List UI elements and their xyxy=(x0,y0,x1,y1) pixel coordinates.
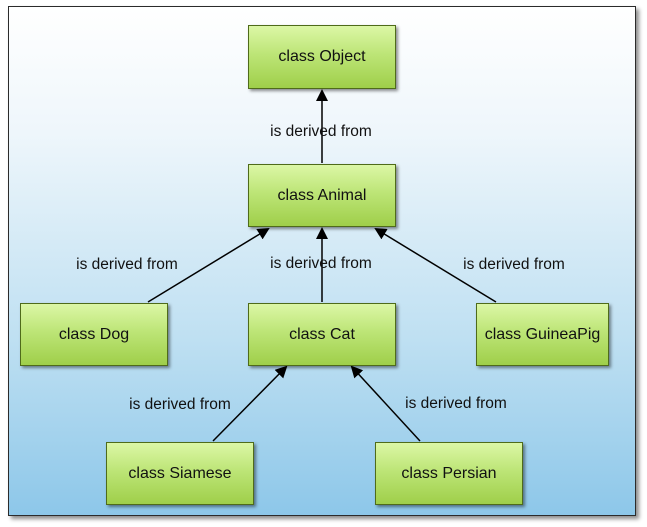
edge-label-animal-object: is derived from xyxy=(270,123,372,140)
node-class-object: class Object xyxy=(248,25,396,89)
node-class-cat: class Cat xyxy=(248,303,396,366)
node-class-animal: class Animal xyxy=(248,164,396,227)
edge-siamese-to-cat xyxy=(212,365,288,442)
edge-label-persian-cat: is derived from xyxy=(405,395,507,412)
edge-label-cat-animal: is derived from xyxy=(270,255,372,272)
node-class-guineapig: class GuineaPig xyxy=(476,303,609,366)
edge-dog-to-animal xyxy=(147,227,270,303)
node-class-siamese: class Siamese xyxy=(106,442,254,505)
edge-label-guineapig-animal: is derived from xyxy=(463,256,565,273)
node-class-dog: class Dog xyxy=(20,303,168,366)
edge-label-dog-animal: is derived from xyxy=(76,256,178,273)
node-class-persian: class Persian xyxy=(375,442,523,505)
edge-label-siamese-cat: is derived from xyxy=(129,396,231,413)
edge-persian-to-cat xyxy=(350,365,421,442)
edge-guineapig-to-animal xyxy=(374,227,497,303)
